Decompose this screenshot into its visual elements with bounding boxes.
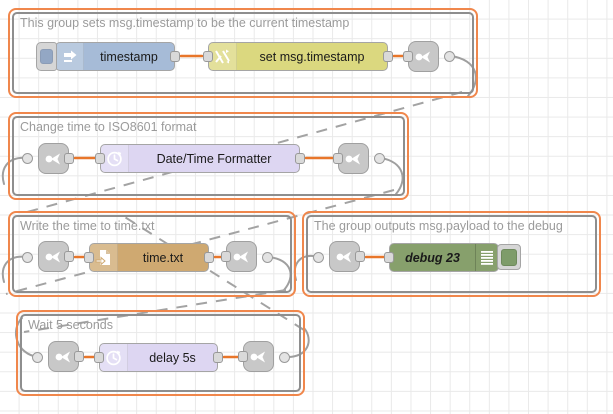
node-file-out[interactable]: time.txt	[84, 243, 214, 272]
group-body: Change time to ISO8601 format	[12, 116, 405, 196]
output-port[interactable]	[213, 352, 223, 363]
link-out-icon	[233, 251, 248, 262]
input-port[interactable]	[94, 352, 104, 363]
node-label: Date/Time Formatter	[156, 151, 272, 166]
node-link-in-2[interactable]	[38, 241, 74, 272]
node-link-in-3[interactable]	[329, 241, 365, 272]
node-date-time-formatter[interactable]: Date/Time Formatter	[95, 144, 305, 173]
group-writefile[interactable]: Write the time to time.txt	[8, 211, 296, 297]
node-delay[interactable]: delay 5s	[94, 343, 223, 372]
arrow-right-icon	[56, 43, 84, 70]
output-port[interactable]	[170, 51, 180, 62]
node-link-out-1[interactable]	[403, 41, 439, 72]
node-link-out-3[interactable]	[221, 241, 257, 272]
link-out-icon	[250, 351, 265, 362]
group-label: Write the time to time.txt	[20, 219, 155, 233]
input-port[interactable]	[403, 51, 413, 62]
debug-enable-toggle[interactable]	[497, 244, 521, 270]
input-port[interactable]	[95, 153, 105, 164]
link-in-icon	[55, 351, 70, 362]
group-label: Wait 5 seconds	[28, 318, 113, 332]
group-debug[interactable]: The group outputs msg.payload to the deb…	[302, 211, 601, 297]
node-inject-timestamp[interactable]: timestamp	[36, 42, 180, 71]
link-in-icon	[45, 251, 60, 262]
link-out-2-stub[interactable]	[374, 153, 385, 164]
link-out-1-stub[interactable]	[444, 51, 455, 62]
group-body: The group outputs msg.payload to the deb…	[306, 215, 597, 293]
output-port[interactable]	[295, 153, 305, 164]
output-port[interactable]	[64, 153, 74, 164]
input-port[interactable]	[221, 251, 231, 262]
output-port[interactable]	[204, 252, 214, 263]
inject-trigger-button[interactable]	[36, 42, 57, 71]
link-out-icon	[345, 153, 360, 164]
group-iso8601[interactable]: Change time to ISO8601 format	[8, 112, 409, 200]
node-label: timestamp	[100, 49, 158, 64]
group-timestamp[interactable]: This group sets msg.timestamp to be the …	[8, 8, 478, 98]
group-label: This group sets msg.timestamp to be the …	[20, 16, 350, 30]
link-out-3-stub[interactable]	[262, 252, 273, 263]
link-out-icon	[415, 51, 430, 62]
node-link-out-2[interactable]	[333, 143, 369, 174]
link-in-icon	[336, 251, 351, 262]
output-port[interactable]	[74, 351, 84, 362]
link-in-3-stub[interactable]	[313, 252, 324, 263]
group-delay[interactable]: Wait 5 seconds	[16, 310, 305, 396]
output-port[interactable]	[355, 251, 365, 262]
node-label: debug 23	[405, 250, 460, 265]
input-port[interactable]	[84, 252, 94, 263]
group-body: Wait 5 seconds	[20, 314, 301, 392]
clock-icon	[101, 145, 129, 172]
clock-icon	[100, 344, 128, 371]
file-arrow-icon	[90, 244, 118, 271]
link-in-2-stub[interactable]	[22, 252, 33, 263]
divider	[475, 244, 476, 271]
node-link-in-4[interactable]	[48, 341, 84, 372]
link-in-icon	[45, 153, 60, 164]
output-port[interactable]	[383, 51, 393, 62]
output-port[interactable]	[64, 251, 74, 262]
node-debug[interactable]: debug 23	[384, 243, 499, 272]
group-body: This group sets msg.timestamp to be the …	[12, 12, 474, 94]
node-change-set-timestamp[interactable]: set msg.timestamp	[203, 42, 393, 71]
link-in-1-stub[interactable]	[22, 153, 33, 164]
debug-lines-icon	[476, 250, 498, 266]
group-body: Write the time to time.txt	[12, 215, 292, 293]
shuffle-icon	[209, 43, 237, 70]
group-label: Change time to ISO8601 format	[20, 120, 197, 134]
node-link-in-1[interactable]	[38, 143, 74, 174]
input-port[interactable]	[238, 351, 248, 362]
link-in-4-stub[interactable]	[32, 352, 43, 363]
group-label: The group outputs msg.payload to the deb…	[314, 219, 563, 233]
link-out-4-stub[interactable]	[279, 352, 290, 363]
node-label: set msg.timestamp	[259, 49, 365, 64]
node-label: time.txt	[142, 250, 184, 265]
input-port[interactable]	[203, 51, 213, 62]
node-label: delay 5s	[149, 350, 196, 365]
input-port[interactable]	[384, 252, 394, 263]
input-port[interactable]	[333, 153, 343, 164]
node-link-out-4[interactable]	[238, 341, 274, 372]
